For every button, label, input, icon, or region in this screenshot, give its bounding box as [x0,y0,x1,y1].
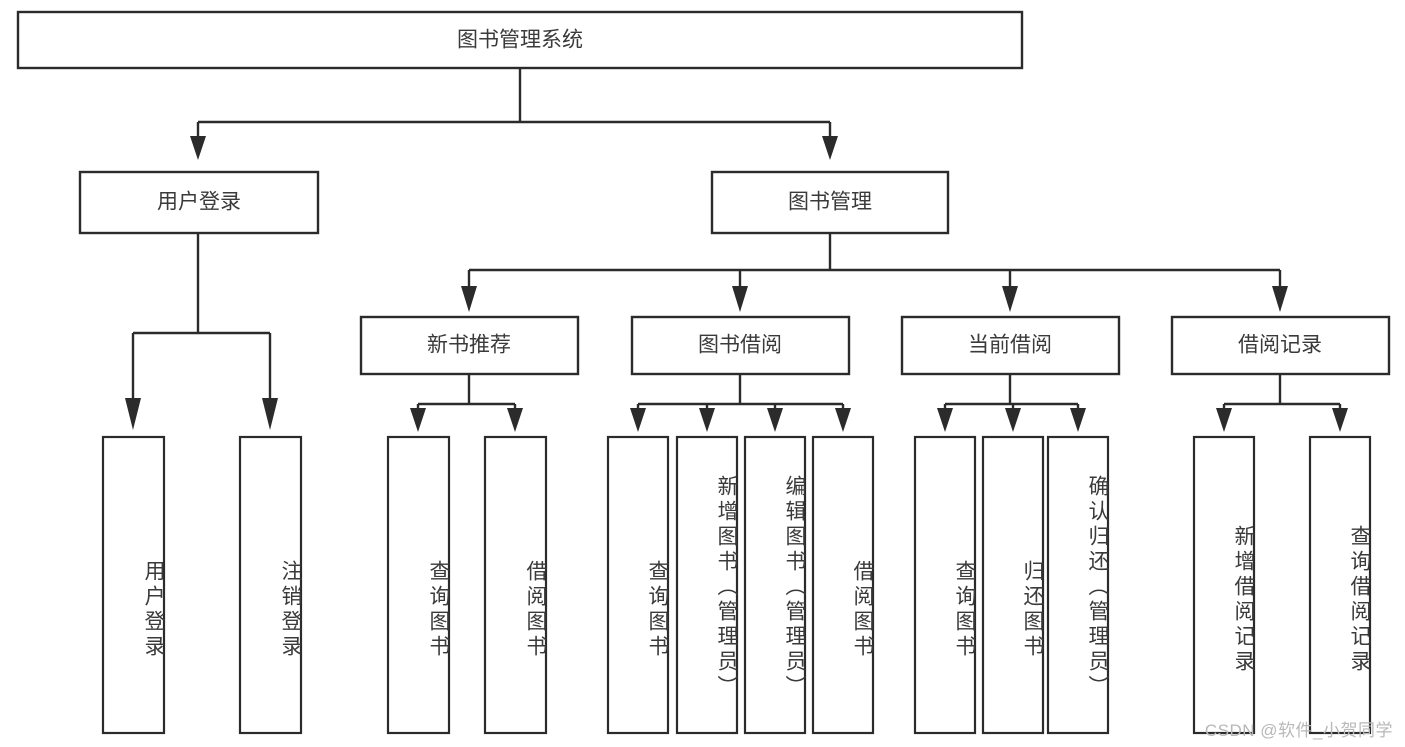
arrow-cb-leaf-2 [1005,408,1021,432]
node-new-book-recommend-label: 新书推荐 [427,334,511,357]
arrow-cb-leaf-1 [937,408,953,432]
leaf-box-new-book-1[interactable] [386,435,451,735]
arrow-bb-leaf-4 [835,408,851,432]
arrow-br-leaf-1 [1216,408,1232,432]
arrow-bb-leaf-1 [630,408,646,432]
node-current-borrow-label: 当前借阅 [968,334,1052,357]
leaf-box-borrow-record-2[interactable] [1308,435,1372,735]
node-root-system[interactable]: 图书管理系统 [16,10,1024,70]
node-current-borrow-box[interactable] [900,315,1121,376]
node-book-management[interactable]: 图书管理 [710,170,950,235]
leaf-box-book-borrow-1[interactable] [606,435,670,735]
arrow-cb-leaf-3 [1070,408,1086,432]
node-borrow-record[interactable]: 借阅记录 [1170,315,1391,376]
node-book-borrow[interactable]: 图书借阅 [630,315,851,376]
node-new-book-recommend[interactable]: 新书推荐 [359,315,580,376]
arrow-ul-leaf-2 [262,398,278,430]
arrow-bb-leaf-2 [699,408,715,432]
node-book-borrow-label: 图书借阅 [698,334,782,357]
node-book-management-box[interactable] [710,170,950,235]
leaf-box-current-borrow-2[interactable] [981,435,1045,735]
arrow-to-borrow-record [1272,286,1288,312]
arrow-to-current-borrow [1002,286,1018,312]
arrow-br-leaf-2 [1332,408,1348,432]
leaf-box-current-borrow-1[interactable] [913,435,977,735]
arrow-nb-leaf-2 [507,408,523,432]
leaf-box-book-borrow-4[interactable] [811,435,875,735]
leaf-box-user-login-2[interactable] [238,435,303,735]
node-root-label: 图书管理系统 [457,29,583,52]
node-user-login[interactable]: 用户登录 [78,170,320,235]
node-borrow-record-label: 借阅记录 [1238,334,1322,357]
leaf-box-book-borrow-2[interactable] [675,435,739,735]
leaf-box-new-book-2[interactable] [483,435,548,735]
node-user-login-box[interactable] [78,170,320,235]
arrow-to-user-login [190,136,206,160]
node-borrow-record-box[interactable] [1170,315,1391,376]
arrow-nb-leaf-1 [410,408,426,432]
node-root-box[interactable] [16,10,1024,70]
leaf-box-user-login-1[interactable] [101,435,166,735]
node-book-borrow-box[interactable] [630,315,851,376]
arrow-ul-leaf-1 [125,398,141,430]
node-current-borrow[interactable]: 当前借阅 [900,315,1121,376]
node-book-management-label: 图书管理 [788,191,872,214]
edge-group [125,68,1348,432]
arrow-bb-leaf-3 [767,408,783,432]
node-new-book-recommend-box[interactable] [359,315,580,376]
leaf-box-current-borrow-3[interactable] [1046,435,1110,735]
arrow-to-book-mgmt [822,136,838,160]
csdn-watermark: CSDN @软件_小贺同学 [1204,721,1393,740]
arrow-to-book-borrow [732,286,748,312]
leaf-box-borrow-record-1[interactable] [1192,435,1256,735]
node-user-login-label: 用户登录 [157,191,241,214]
arrow-to-new-book [461,286,477,312]
leaf-box-book-borrow-3[interactable] [743,435,807,735]
